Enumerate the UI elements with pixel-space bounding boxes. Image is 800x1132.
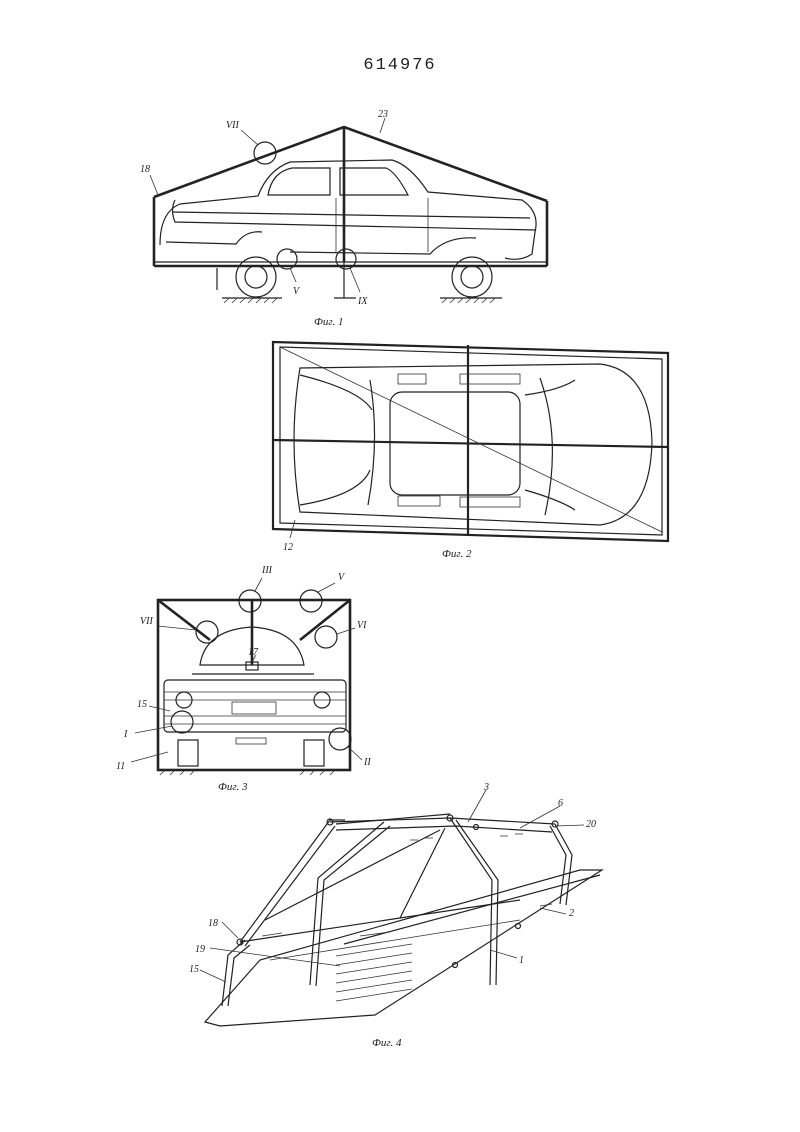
figure-3-front-view: III V VII VI 17 15 I 11 II Фиг. 3 xyxy=(116,565,371,793)
fig3-label-17: 17 xyxy=(248,647,259,658)
fig1-caption: Фиг. 1 xyxy=(314,316,344,328)
fig3-label-v: V xyxy=(338,572,346,583)
fig4-label-2: 2 xyxy=(569,908,574,919)
figure-1-side-view: 18 23 VII V IX Фиг. 1 xyxy=(140,109,549,328)
fig3-label-i: I xyxy=(123,729,128,740)
figure-2-top-view: 12 Фиг. 2 xyxy=(271,340,670,560)
fig4-label-18: 18 xyxy=(208,918,218,929)
fig2-caption: Фиг. 2 xyxy=(442,548,472,560)
fig1-label-vii: VII xyxy=(226,120,239,131)
fig2-label-12: 12 xyxy=(283,542,293,553)
fig4-caption: Фиг. 4 xyxy=(372,1037,402,1049)
fig1-label-ix: IX xyxy=(357,296,368,307)
fig4-label-15: 15 xyxy=(189,964,199,975)
fig1-label-v: V xyxy=(293,286,301,297)
fig3-label-ii: II xyxy=(363,757,371,768)
fig3-label-vii: VII xyxy=(140,616,153,627)
fig3-label-vi: VI xyxy=(357,620,367,631)
fig1-label-23: 23 xyxy=(378,109,388,120)
fig3-label-iii: III xyxy=(261,565,273,576)
fig1-label-18: 18 xyxy=(140,164,150,175)
fig4-label-20: 20 xyxy=(586,819,596,830)
fig4-label-3: 3 xyxy=(483,782,489,793)
fig4-label-6: 6 xyxy=(558,798,563,809)
patent-number: 614976 xyxy=(363,56,437,75)
fig3-caption: Фиг. 3 xyxy=(218,781,248,793)
fig4-label-19: 19 xyxy=(195,944,205,955)
fig3-label-11: 11 xyxy=(116,761,125,772)
fig3-label-15: 15 xyxy=(137,699,147,710)
figure-4-perspective-frame: 3 6 20 18 2 19 15 1 Фиг. 4 xyxy=(189,782,605,1049)
fig4-label-1: 1 xyxy=(519,955,524,966)
